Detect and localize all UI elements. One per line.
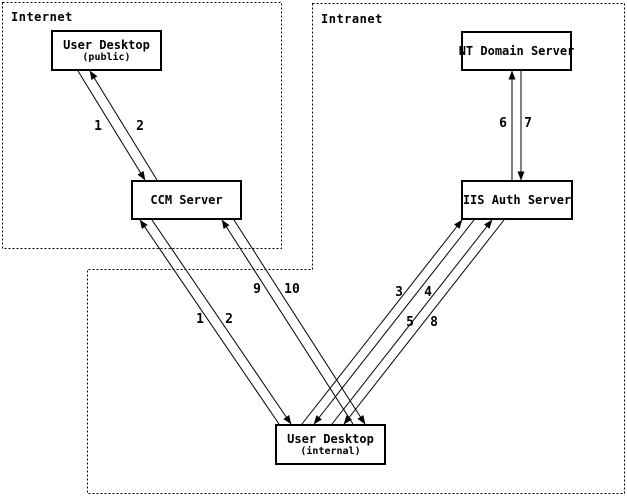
step-label-4: 4 [424, 285, 432, 300]
arrow-ccm-server-to-user-desktop-internal [233, 219, 366, 425]
region-label-internet: Internet [11, 10, 73, 24]
arrow-user-desktop-public-to-ccm-server [77, 70, 146, 181]
step-label-6: 6 [499, 116, 507, 131]
step-label-3: 3 [395, 285, 403, 300]
region-label-intranet: Intranet [321, 12, 383, 26]
arrow-user-desktop-internal-to-iis-auth-server [301, 219, 463, 425]
arrow-iis-auth-server-to-user-desktop-internal [313, 219, 475, 425]
step-label-10: 10 [284, 282, 300, 297]
step-label-2: 2 [225, 312, 233, 327]
step-label-1: 1 [94, 119, 102, 134]
node-title: User Desktop [63, 38, 150, 52]
node-title: NT Domain Server [458, 44, 575, 58]
region-outline-intranet [87, 3, 625, 494]
node-ccm-server: CCM Server [131, 180, 242, 220]
node-user-desktop-internal: User Desktop (internal) [275, 424, 386, 465]
step-label-7: 7 [524, 116, 532, 131]
step-label-5: 5 [406, 315, 414, 330]
step-label-9: 9 [253, 282, 261, 297]
arrow-user-desktop-internal-to-ccm-server [221, 219, 354, 425]
region-outline-internet [2, 2, 282, 249]
node-nt-domain-server: NT Domain Server [458, 31, 575, 71]
step-label-8: 8 [430, 315, 438, 330]
arrow-ccm-server-to-user-desktop-internal [151, 219, 292, 425]
node-title: User Desktop [287, 432, 374, 446]
arrow-iis-auth-server-to-user-desktop-internal [343, 219, 505, 425]
node-user-desktop-public: User Desktop (public) [51, 30, 162, 71]
arrow-ccm-server-to-user-desktop-public [89, 70, 158, 181]
arrow-user-desktop-internal-to-iis-auth-server [331, 219, 493, 425]
node-iis-auth-server: IIS Auth Server [461, 180, 573, 220]
node-title: CCM Server [150, 193, 223, 207]
arrow-user-desktop-internal-to-ccm-server [139, 219, 280, 425]
step-label-1: 1 [196, 312, 204, 327]
message-arrows: 1 2 1 2 9 10 3 45 8 6 7 [77, 70, 532, 425]
node-title: IIS Auth Server [462, 193, 572, 207]
node-subtitle: (internal) [300, 446, 361, 457]
step-label-2: 2 [136, 119, 144, 134]
node-subtitle: (public) [82, 52, 131, 63]
